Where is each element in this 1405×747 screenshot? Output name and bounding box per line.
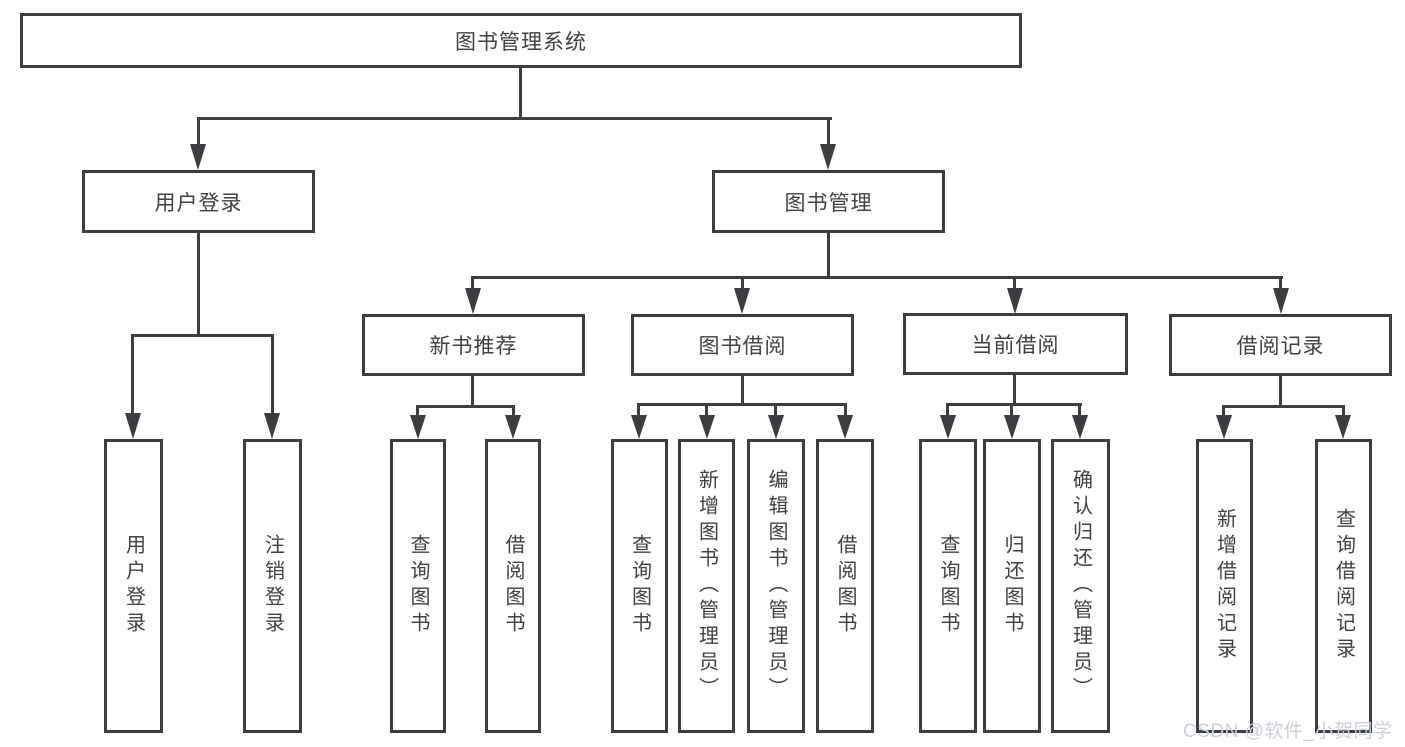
connector-book-mgmt-stem <box>827 233 830 278</box>
leaf-label: 借阅图书 <box>502 534 524 638</box>
leaf-label: 新增借阅记录 <box>1213 508 1236 664</box>
connector-book-mgmt-shaft-2 <box>741 277 744 289</box>
node-borrow-record: 借阅记录 <box>1169 314 1392 376</box>
leaf-label: 查询图书 <box>937 534 959 638</box>
arrow-down-icon <box>768 415 784 439</box>
connector-root-right-shaft <box>827 118 830 145</box>
connector-book-mgmt-shaft-3 <box>1013 277 1016 289</box>
connector-borrow-shaft-3 <box>774 404 777 417</box>
connector-book-mgmt-shaft-1 <box>471 277 474 289</box>
leaf-label: 用户登录 <box>122 534 145 638</box>
arrow-down-icon <box>264 413 280 439</box>
arrow-down-icon <box>410 415 426 439</box>
connector-book-mgmt-shaft-4 <box>1279 277 1282 289</box>
arrow-down-icon <box>734 288 750 314</box>
leaf-record-add-borrow-record: 新增借阅记录 <box>1196 439 1253 733</box>
connector-record-shaft-2 <box>1342 406 1345 418</box>
leaf-label: 查询借阅记录 <box>1332 508 1355 664</box>
connector-current-shaft-2 <box>1010 404 1013 417</box>
leaf-current-query-book: 查询图书 <box>919 439 977 733</box>
arrow-down-icon <box>940 415 956 439</box>
node-book-management: 图书管理 <box>712 170 945 233</box>
leaf-label: 查询图书 <box>628 534 651 638</box>
leaf-user-login: 用户登录 <box>104 439 163 733</box>
connector-recommend-bar <box>416 405 515 408</box>
arrow-down-icon <box>1216 415 1232 439</box>
connector-borrow-shaft-2 <box>705 404 708 417</box>
leaf-logout: 注销登录 <box>243 439 302 733</box>
leaf-label: 新增图书（管理员） <box>695 469 718 703</box>
arrow-down-icon <box>465 288 481 314</box>
connector-user-login-shaft-1 <box>131 335 134 413</box>
leaf-label: 查询图书 <box>407 534 429 638</box>
node-new-book-recommend: 新书推荐 <box>362 314 585 376</box>
arrow-down-icon <box>1335 415 1351 439</box>
leaf-current-return-book: 归还图书 <box>983 439 1041 733</box>
leaf-recommend-borrow-book: 借阅图书 <box>485 439 541 733</box>
arrow-down-icon <box>1273 288 1289 314</box>
connector-current-stem <box>1013 375 1016 406</box>
arrow-down-icon <box>631 415 647 439</box>
leaf-recommend-query-book: 查询图书 <box>390 439 446 733</box>
node-user-login: 用户登录 <box>82 170 315 233</box>
connector-current-bar <box>946 403 1082 406</box>
leaf-borrow-query-book: 查询图书 <box>611 439 668 733</box>
csdn-watermark: CSDN @软件_小贺同学 <box>1183 721 1393 742</box>
arrow-down-icon <box>505 415 521 439</box>
connector-borrow-bar <box>637 403 847 406</box>
node-library-system: 图书管理系统 <box>20 13 1022 68</box>
connector-user-login-bar <box>131 334 274 337</box>
leaf-label: 借阅图书 <box>834 534 856 638</box>
connector-user-login-stem <box>197 233 200 337</box>
connector-recommend-stem <box>471 376 474 408</box>
leaf-borrow-add-book-admin: 新增图书（管理员） <box>678 439 735 733</box>
connector-root-bar <box>197 117 832 120</box>
node-current-borrow: 当前借阅 <box>903 313 1128 375</box>
connector-current-shaft-1 <box>946 404 949 417</box>
leaf-label: 注销登录 <box>261 534 284 638</box>
arrow-down-icon <box>1004 415 1020 439</box>
connector-recommend-shaft-1 <box>416 406 419 418</box>
connector-borrow-shaft-4 <box>844 404 847 417</box>
connector-recommend-shaft-2 <box>512 406 515 418</box>
connector-record-stem <box>1279 376 1282 408</box>
arrow-down-icon <box>820 144 836 170</box>
arrow-down-icon <box>699 415 715 439</box>
connector-borrow-stem <box>741 376 744 406</box>
arrow-down-icon <box>125 413 141 439</box>
connector-record-bar <box>1222 405 1345 408</box>
leaf-label: 归还图书 <box>1001 534 1023 638</box>
leaf-current-confirm-return-admin: 确认归还（管理员） <box>1051 439 1110 733</box>
arrow-down-icon <box>190 144 206 170</box>
connector-root-stem <box>519 68 522 120</box>
leaf-label: 编辑图书（管理员） <box>765 469 787 703</box>
connector-borrow-shaft-1 <box>637 404 640 417</box>
connector-current-shaft-3 <box>1078 404 1081 417</box>
connector-record-shaft-1 <box>1222 406 1225 418</box>
leaf-borrow-borrow-book: 借阅图书 <box>816 439 874 733</box>
arrow-down-icon <box>837 415 853 439</box>
leaf-record-query-borrow-record: 查询借阅记录 <box>1315 439 1372 733</box>
connector-root-left-shaft <box>197 118 200 145</box>
connector-user-login-shaft-2 <box>271 335 274 413</box>
arrow-down-icon <box>1072 415 1088 439</box>
connector-book-mgmt-bar <box>471 276 1283 279</box>
leaf-borrow-edit-book-admin: 编辑图书（管理员） <box>747 439 805 733</box>
leaf-label: 确认归还（管理员） <box>1069 469 1092 703</box>
arrow-down-icon <box>1007 288 1023 314</box>
node-book-borrow: 图书借阅 <box>631 314 854 376</box>
